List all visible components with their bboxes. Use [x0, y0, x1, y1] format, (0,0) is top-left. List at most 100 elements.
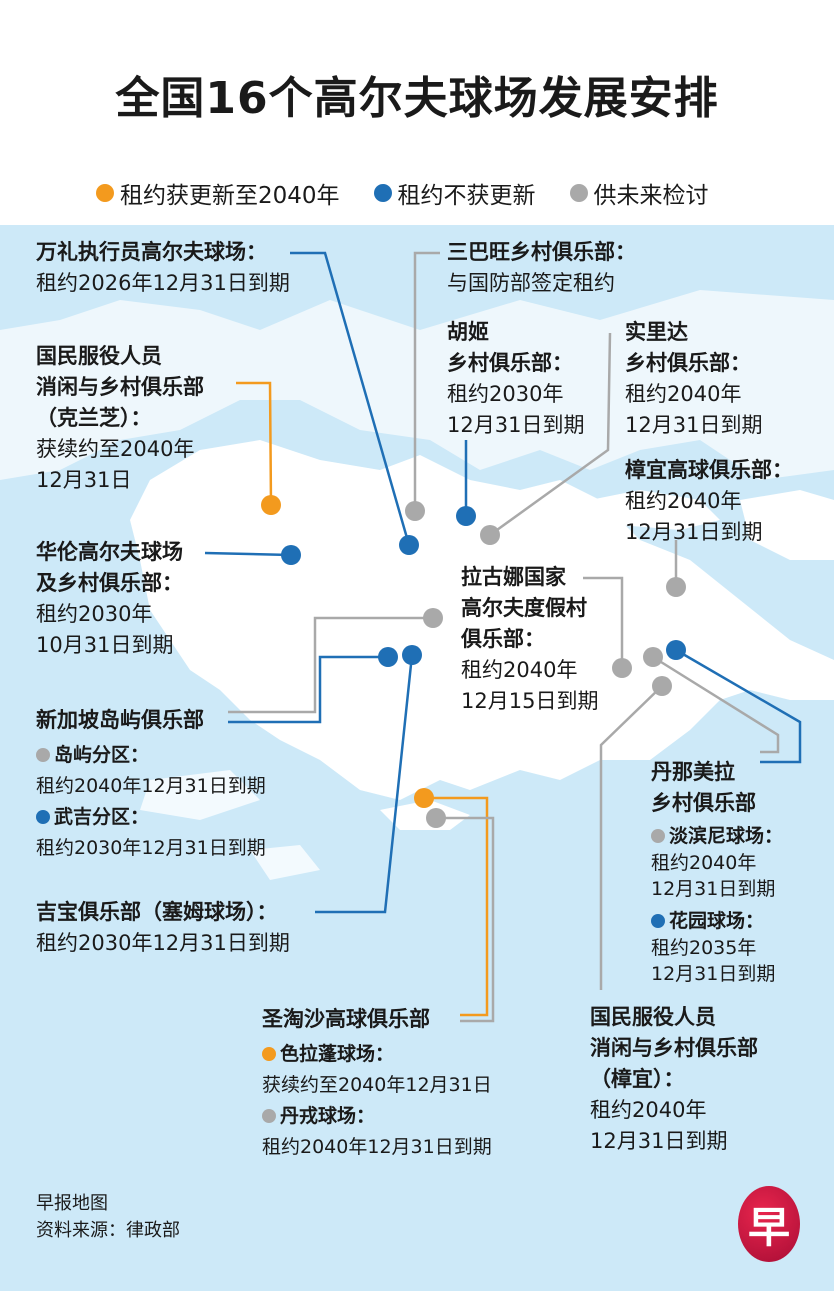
sub-course-garden: 花园球场：	[651, 908, 783, 935]
legend-label: 供未来检讨	[593, 183, 709, 209]
club-name: 胡姬	[447, 320, 489, 344]
club-name: 国民服役人员	[590, 1005, 716, 1029]
club-name: （克兰芝）：	[36, 406, 152, 430]
marker-warren	[281, 545, 301, 565]
lease-info: 获续约至2040年	[36, 437, 195, 461]
blue-dot-icon	[373, 184, 392, 202]
label-nsrcc-kranji: 国民服役人员 消闲与乡村俱乐部 （克兰芝）： 获续约至2040年 12月31日	[36, 341, 204, 496]
southern-islands	[140, 770, 320, 880]
club-name: 华伦高尔夫球场	[36, 540, 183, 564]
leader-line-sentosa-serapong	[424, 796, 489, 1017]
club-name: 乡村俱乐部：	[625, 351, 751, 375]
club-name: 三巴旺乡村俱乐部：	[447, 240, 636, 264]
lease-info: 12月31日到期	[447, 413, 585, 437]
marker-tanah-merah-tampines	[643, 647, 663, 667]
sub-course-island: 岛屿分区：	[36, 740, 266, 771]
blue-dot-icon	[651, 914, 665, 928]
marker-orchid	[456, 506, 476, 526]
singapore-main-island	[130, 440, 834, 800]
singapore-map	[0, 251, 834, 1023]
sentosa-island	[380, 800, 470, 830]
label-warren: 华伦高尔夫球场 及乡村俱乐部： 租约2030年 10月31日到期	[36, 537, 183, 661]
label-mandai: 万礼执行员高尔夫球场： 租约2026年12月31日到期	[36, 237, 290, 299]
lease-info: 租约2030年	[36, 602, 153, 626]
lease-info: 租约2040年	[651, 852, 757, 874]
club-name: 俱乐部：	[461, 627, 545, 651]
club-name: 及乡村俱乐部：	[36, 571, 183, 595]
lease-info: 租约2040年	[625, 382, 742, 406]
marker-laguna	[612, 658, 632, 678]
sub-course-name: 武吉分区：	[54, 806, 150, 828]
club-name: 国民服役人员	[36, 344, 162, 368]
lease-info: 租约2040年	[461, 658, 578, 682]
label-laguna: 拉古娜国家 高尔夫度假村 俱乐部： 租约2040年 12月15日到期	[461, 562, 598, 717]
legend-item-not-renewed: 租约不获更新	[373, 176, 536, 210]
leader-line-keppel	[315, 654, 414, 914]
orange-dot-icon	[262, 1047, 276, 1061]
sub-course-name: 淡滨尼球场：	[669, 825, 784, 847]
club-name: 丹那美拉	[651, 760, 735, 784]
leader-line-sentosa-tanjong	[436, 816, 495, 1023]
label-sicc: 新加坡岛屿俱乐部 岛屿分区： 租约2040年12月31日到期 武吉分区： 租约2…	[36, 705, 266, 864]
map-credit: 早报地图	[36, 1193, 108, 1214]
leader-line-laguna	[583, 576, 624, 668]
leader-line-sicc-island	[228, 616, 433, 714]
marker-mandai	[399, 535, 419, 555]
marker-sicc-island	[423, 608, 443, 628]
sub-course-name: 色拉蓬球场：	[280, 1043, 395, 1065]
zaobao-logo: 早	[738, 1186, 800, 1262]
pulau-ubin	[590, 490, 720, 530]
lease-info: 租约2040年12月31日到期	[36, 775, 266, 797]
lease-info: 租约2040年	[625, 489, 742, 513]
gray-dot-icon	[262, 1109, 276, 1123]
lease-info: 租约2026年12月31日到期	[36, 271, 290, 295]
sub-course-name: 丹戎球场：	[280, 1105, 376, 1127]
marker-sembawang	[405, 501, 425, 521]
johor-landmass	[0, 290, 834, 480]
sub-course-serapong: 色拉蓬球场：	[262, 1039, 492, 1070]
club-name: 乡村俱乐部：	[447, 351, 573, 375]
gray-dot-icon	[569, 184, 588, 202]
legend-label: 租约获更新至2040年	[120, 183, 340, 209]
page-title: 全国16个高尔夫球场发展安排	[115, 73, 719, 124]
lease-info: 租约2030年12月31日到期	[36, 931, 290, 955]
marker-sentosa-tanjong	[426, 808, 446, 828]
blue-dot-icon	[36, 810, 50, 824]
data-source: 资料来源：律政部	[36, 1220, 180, 1241]
club-name: 实里达	[625, 320, 688, 344]
club-name: 吉宝俱乐部（塞姆球场）：	[36, 900, 278, 924]
lease-info: 租约2030年	[447, 382, 564, 406]
club-name: 消闲与乡村俱乐部	[36, 375, 204, 399]
sub-course-tampines: 淡滨尼球场：	[651, 823, 783, 850]
leader-line-sembawang	[413, 251, 440, 511]
lease-info: 租约2040年12月31日到期	[262, 1136, 492, 1158]
marker-nsrcc-changi	[652, 676, 672, 696]
lease-info: 12月31日到期	[651, 878, 776, 900]
pulau-tekong	[740, 490, 834, 560]
lease-info: 获续约至2040年12月31日	[262, 1074, 492, 1096]
gray-dot-icon	[36, 748, 50, 762]
lease-info: 与国防部签定租约	[447, 271, 615, 295]
lease-info: 租约2030年12月31日到期	[36, 837, 266, 859]
lease-info: 12月31日	[36, 468, 132, 492]
label-orchid: 胡姬 乡村俱乐部： 租约2030年 12月31日到期	[447, 317, 584, 441]
marker-changi	[666, 577, 686, 597]
label-tanah-merah: 丹那美拉 乡村俱乐部 淡滨尼球场： 租约2040年 12月31日到期 花园球场：…	[651, 757, 783, 987]
lease-info: 租约2040年	[590, 1098, 707, 1122]
leader-line-sicc-bukit	[228, 655, 388, 724]
legend-item-renewed: 租约获更新至2040年	[96, 176, 340, 210]
club-name: 高尔夫度假村	[461, 596, 587, 620]
club-name: 圣淘沙高球俱乐部	[262, 1007, 430, 1031]
sub-course-name: 花园球场：	[669, 910, 765, 932]
leader-line-nsrcc-changi	[599, 685, 663, 990]
lease-info: 10月31日到期	[36, 633, 174, 657]
club-name: 樟宜高球俱乐部：	[625, 458, 793, 482]
leader-line-mandai	[290, 251, 411, 546]
marker-keppel	[402, 645, 422, 665]
marker-tanah-merah-garden	[666, 640, 686, 660]
lease-info: 12月31日到期	[625, 413, 763, 437]
sub-course-tanjong: 丹戎球场：	[262, 1101, 492, 1132]
gray-dot-icon	[651, 829, 665, 843]
club-name: 新加坡岛屿俱乐部	[36, 708, 204, 732]
sub-course-bukit: 武吉分区：	[36, 802, 266, 833]
